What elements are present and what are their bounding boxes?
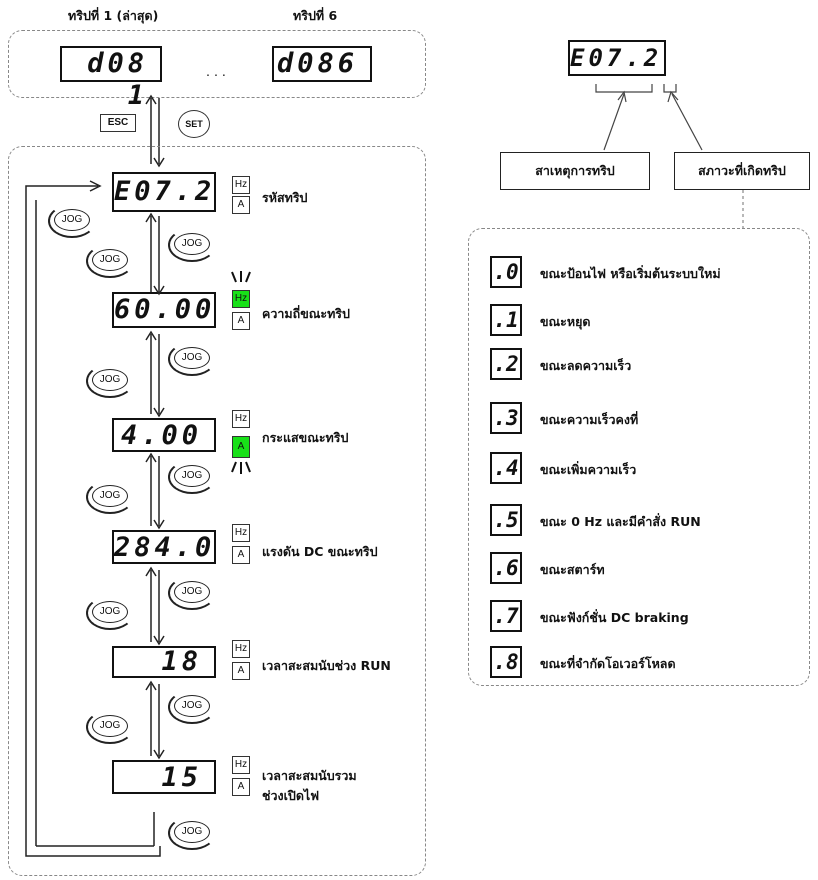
trip-state-legend-panel [468, 228, 810, 686]
state-description: ขณะหยุด [540, 314, 591, 329]
trip-current-label: กระแสขณะทริป [262, 430, 349, 445]
state-description: ขณะ 0 Hz และมีคำสั่ง RUN [540, 514, 701, 529]
trip6-display: d086 [272, 46, 372, 82]
power-on-time-label: เวลาสะสมนับรวม [262, 768, 357, 783]
jog-button[interactable]: JOG [86, 480, 134, 514]
jog-button[interactable]: JOG [168, 690, 216, 724]
jog-button[interactable]: JOG [168, 460, 216, 494]
blink-icon [231, 271, 251, 283]
navigation-arrows [145, 212, 165, 760]
state-code-display: .1 [490, 304, 522, 336]
a-indicator: A [232, 196, 250, 214]
jog-button[interactable]: JOG [48, 204, 96, 238]
jog-button[interactable]: JOG [168, 228, 216, 262]
trip-current-display: 4.00 [112, 418, 216, 452]
trip6-label: ทริปที่ 6 [293, 8, 338, 23]
power-on-time-label-2: ช่วงเปิดไฟ [262, 788, 320, 803]
jog-button[interactable]: JOG [86, 710, 134, 744]
trip1-label: ทริปที่ 1 (ล่าสุด) [68, 8, 159, 23]
hz-indicator: Hz [232, 410, 250, 428]
trip1-display: d08 1 [60, 46, 162, 111]
trip-frequency-label: ความถี่ขณะทริป [262, 306, 350, 321]
state-description: ขณะเพิ่มความเร็ว [540, 462, 637, 477]
state-code-display: .5 [490, 504, 522, 536]
jog-button[interactable]: JOG [168, 816, 216, 850]
state-code-display: .3 [490, 402, 522, 434]
state-description: ขณะป้อนไฟ หรือเริ่มต้นระบบใหม่ [540, 266, 721, 281]
a-indicator: A [232, 662, 250, 680]
loop-back-arrow [25, 180, 161, 857]
state-description: ขณะฟังก์ชั่น DC braking [540, 610, 689, 625]
state-connector [742, 190, 744, 230]
jog-button[interactable]: JOG [86, 364, 134, 398]
state-description: ขณะที่จำกัดโอเวอร์โหลด [540, 656, 676, 671]
jog-button[interactable]: JOG [168, 576, 216, 610]
code-bracket-arrows [595, 84, 703, 151]
esc-set-arrows [145, 94, 165, 168]
state-code-display: .2 [490, 348, 522, 380]
trip-cause-box: สาเหตุการทริป [500, 152, 650, 190]
state-code-display: .0 [490, 256, 522, 288]
trip-code-label: รหัสทริป [262, 190, 308, 205]
run-time-label: เวลาสะสมนับช่วง RUN [262, 658, 391, 673]
trip-frequency-display: 60.00 [112, 292, 216, 328]
a-indicator: A [232, 312, 250, 330]
monitor-sequence-panel [8, 146, 426, 876]
state-code-display: .6 [490, 552, 522, 584]
trip-code-example-display: E07.2 [568, 40, 666, 76]
trip-history-panel [8, 30, 426, 98]
state-code-display: .4 [490, 452, 522, 484]
blink-icon [231, 461, 251, 474]
state-description: ขณะสตาร์ท [540, 562, 605, 577]
jog-button[interactable]: JOG [86, 596, 134, 630]
a-indicator: A [232, 778, 250, 796]
ellipsis: . . . [206, 64, 226, 79]
state-description: ขณะลดความเร็ว [540, 358, 632, 373]
set-button[interactable]: SET [178, 110, 210, 138]
trip-dc-voltage-display: 284.0 [112, 530, 216, 564]
state-description: ขณะความเร็วคงที่ [540, 412, 639, 427]
a-indicator: A [232, 546, 250, 564]
state-code-display: .8 [490, 646, 522, 678]
trip-state-box: สภาวะที่เกิดทริป [674, 152, 810, 190]
esc-button[interactable]: ESC [100, 114, 136, 132]
trip-code-display: E07.2 [112, 172, 216, 212]
hz-indicator: Hz [232, 524, 250, 542]
hz-indicator: Hz [232, 640, 250, 658]
state-code-display: .7 [490, 600, 522, 632]
hz-indicator: Hz [232, 176, 250, 194]
jog-button[interactable]: JOG [168, 342, 216, 376]
a-indicator-lit: A [232, 436, 250, 458]
trip-dc-voltage-label: แรงดัน DC ขณะทริป [262, 544, 378, 559]
jog-button[interactable]: JOG [86, 244, 134, 278]
hz-indicator-lit: Hz [232, 290, 250, 308]
run-time-display: 18 [112, 646, 216, 678]
power-on-time-display: 15 [112, 760, 216, 794]
hz-indicator: Hz [232, 756, 250, 774]
